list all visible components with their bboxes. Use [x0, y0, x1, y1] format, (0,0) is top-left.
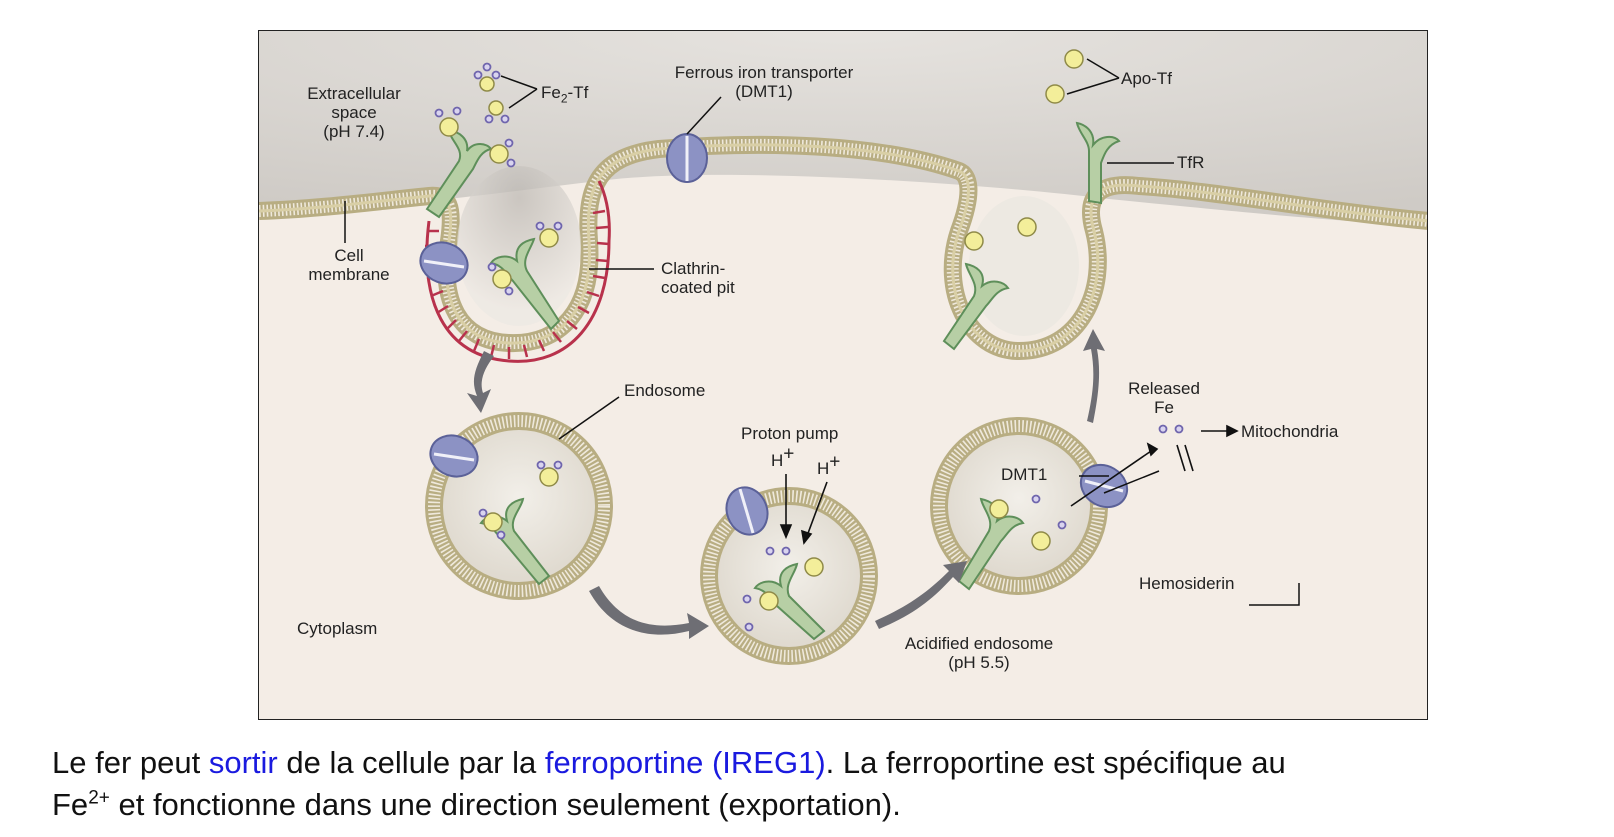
returning-vesicle-interior: [969, 196, 1079, 336]
label-extracellular: Extracellular space (pH 7.4): [279, 84, 429, 141]
label-clathrin-pit: Clathrin- coated pit: [661, 259, 735, 297]
h-plus-2-sup: +: [829, 451, 841, 473]
label-tfr: TfR: [1177, 153, 1205, 172]
label-h-plus-2: H+: [817, 452, 840, 478]
label-fe2-tf-sub: 2: [560, 91, 568, 106]
h-plus-1-sup: +: [783, 443, 795, 465]
label-fe2-tf-fe: Fe: [541, 83, 561, 102]
flow-arrows: [467, 329, 1105, 639]
proton-arrows: [779, 424, 1239, 545]
label-acidified-endosome: Acidified endosome (pH 5.5): [869, 634, 1089, 672]
caption-text-1: Le fer peut: [52, 745, 209, 780]
dmt1-transporter-pit: [419, 241, 469, 285]
label-mitochondria: Mitochondria: [1241, 422, 1339, 441]
transferrin-spheres: [439, 49, 1084, 611]
label-acidified-line2: (pH 5.5): [948, 653, 1010, 672]
label-hemosiderin: Hemosiderin: [1139, 574, 1235, 593]
label-proton-pump: Proton pump: [741, 424, 839, 443]
label-apo-tf: Apo-Tf: [1121, 69, 1173, 88]
label-clathrin-line1: Clathrin-: [661, 259, 726, 278]
label-ferrous-transporter-line1: Ferrous iron transporter: [674, 63, 854, 82]
caption-link-sortir[interactable]: sortir: [208, 745, 278, 780]
label-cell-membrane: Cell membrane: [294, 246, 404, 284]
label-extracellular-line1: Extracellular: [307, 84, 401, 103]
label-fe2-tf-suffix: -Tf: [567, 83, 589, 102]
iron-uptake-diagram: Extracellular space (pH 7.4) Fe2-Tf Ferr…: [258, 30, 1428, 720]
label-clathrin-line2: coated pit: [661, 278, 735, 297]
caption-text-2: de la cellule par la: [277, 745, 545, 780]
caption-text-4: et fonctionne dans une direction seuleme…: [109, 787, 901, 822]
caption-fe: Fe: [52, 787, 89, 822]
label-released-fe-line2: Fe: [1154, 398, 1174, 417]
diagram-canvas: [259, 31, 1427, 719]
label-ferrous-transporter: Ferrous iron transporter (DMT1): [649, 63, 879, 101]
label-cytoplasm: Cytoplasm: [297, 619, 378, 638]
label-acidified-line1: Acidified endosome: [904, 634, 1054, 653]
caption: Le fer peut sortir de la cellule par la …: [52, 742, 1612, 826]
h-plus-2-h: H: [817, 459, 830, 478]
cell-membrane: [259, 135, 1427, 361]
label-fe2-tf: Fe2-Tf: [541, 83, 589, 106]
caption-fe-superscript: 2+: [88, 787, 110, 809]
label-ferrous-transporter-line2: (DMT1): [735, 82, 793, 101]
caption-link-ferroportine[interactable]: ferroportine (IREG1): [544, 745, 826, 780]
label-released-fe: Released Fe: [1114, 379, 1214, 417]
iron-ions: [434, 62, 1184, 632]
label-endosome: Endosome: [624, 381, 706, 400]
label-extracellular-line2: space: [331, 103, 377, 122]
caption-text-3: . La ferroportine est spécifique au: [825, 745, 1286, 780]
leader-lines: [344, 58, 1300, 606]
label-extracellular-line3: (pH 7.4): [323, 122, 385, 141]
label-h-plus-1: H+: [771, 444, 794, 470]
label-released-fe-line1: Released: [1128, 379, 1200, 398]
label-cell-membrane-line2: membrane: [308, 265, 390, 284]
dmt1-transporter-membrane: [666, 133, 708, 183]
h-plus-1-h: H: [771, 451, 784, 470]
label-dmt1: DMT1: [1001, 465, 1048, 484]
label-cell-membrane-line1: Cell: [334, 246, 364, 265]
